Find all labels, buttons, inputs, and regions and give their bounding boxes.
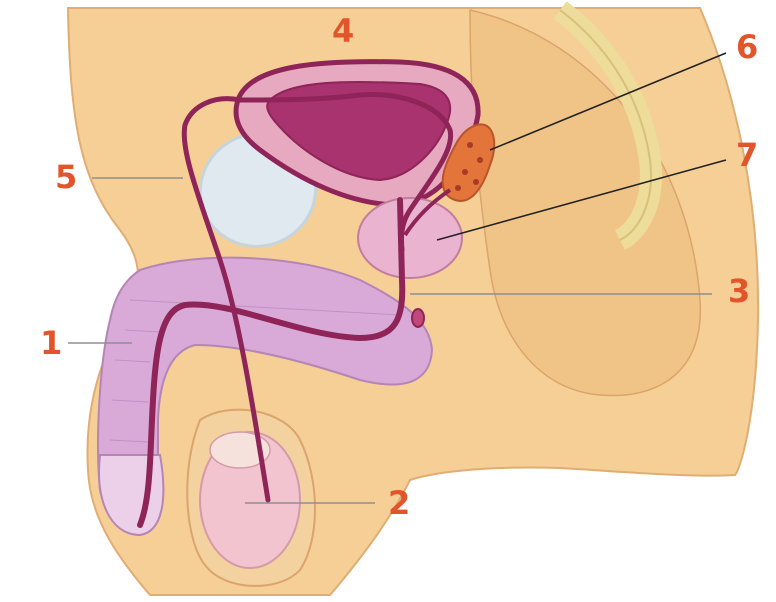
bulbourethral-gland — [412, 309, 424, 327]
label-3: 3 — [728, 272, 750, 310]
label-1: 1 — [40, 324, 62, 362]
label-2: 2 — [388, 484, 410, 522]
label-6: 6 — [736, 28, 758, 66]
label-5: 5 — [55, 158, 77, 196]
label-7: 7 — [736, 136, 758, 174]
label-4: 4 — [332, 12, 354, 50]
